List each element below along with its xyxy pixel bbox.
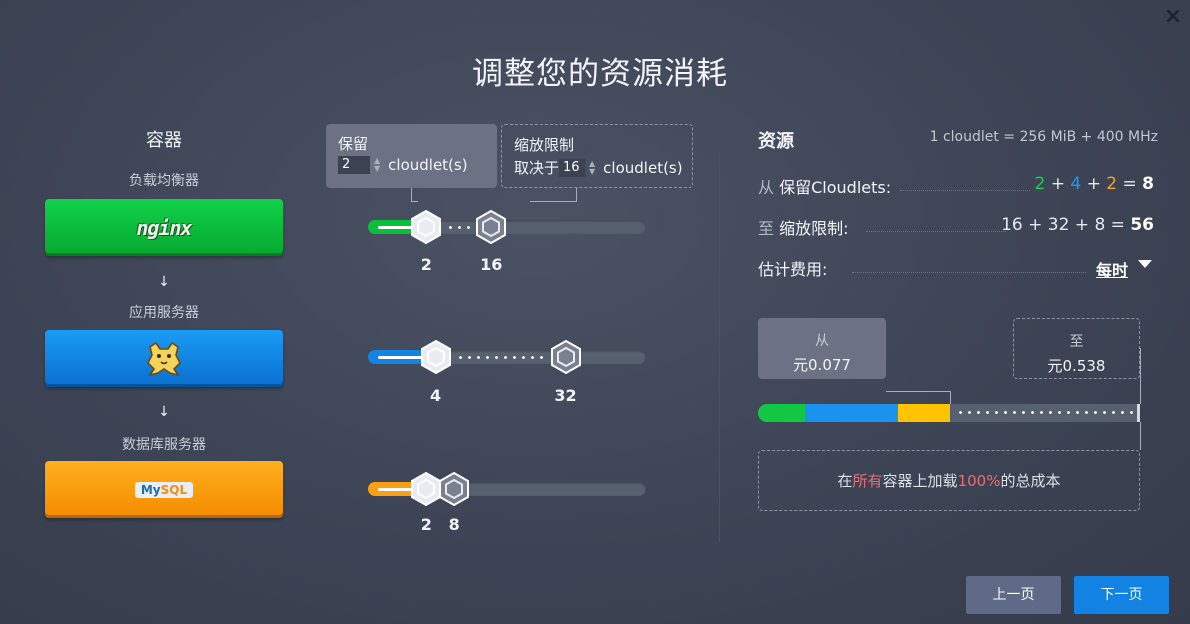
reserved-appserver-count: 4 [1070,174,1082,194]
tomcat-icon [147,341,181,376]
scaling-limit-total: 56 [1130,215,1154,235]
scaling-slider-value: 8 [448,515,460,534]
cost-to-box: 至 元0.538 [1013,318,1140,379]
nginx-logo: nginx [136,215,192,240]
cost-bar-scaling-dots [956,411,1136,414]
scaling-input[interactable]: 16 [559,158,586,177]
cost-from-value: 元0.077 [793,356,851,374]
column-divider [719,152,720,542]
appserver-tier-button[interactable] [45,330,283,387]
reserved-cloudlets-label: 从 保留Cloudlets: [758,174,891,198]
reserved-input[interactable]: 2 [338,156,370,174]
note-text: 容器上加载 [882,472,958,490]
slider-scaling-dots [455,356,548,359]
scaling-slider-value: 16 [480,255,503,274]
reserved-connector [411,201,418,202]
scaling-label: 缩放限制 [514,136,575,154]
slider-fill-line [378,488,423,491]
dotted-leader [852,272,1086,273]
cost-from-connector [950,391,951,404]
cost-to-value: 元0.538 [1047,357,1106,375]
slider-fill-line [378,226,423,229]
cost-period-label: 每时 [1096,261,1129,280]
prev-button[interactable]: 上一页 [966,576,1061,614]
reserved-slider-handle[interactable] [419,339,453,375]
scaling-slider-value: 32 [554,386,577,405]
cost-bar-appserver [805,404,898,422]
mysql-logo-part: My [140,482,161,497]
cost-from-connector [886,391,950,392]
chevron-down-icon[interactable] [1138,260,1152,268]
reserved-unit: cloudlet(s) [388,156,468,174]
close-icon[interactable]: × [1163,4,1183,29]
mysql-logo-part: SQL [160,482,188,497]
scaling-limit-label: 至 缩放限制: [758,215,849,239]
estimated-cost-label: 估计费用: [758,260,828,279]
scaling-connector [530,201,577,202]
to-prefix: 至 [758,219,775,238]
cloudlet-unit-info: 1 cloudlet = 256 MiB + 400 MHz [929,129,1158,145]
dotted-leader [866,231,1006,232]
database-tier-button[interactable]: MySQL [45,461,283,518]
next-button[interactable]: 下一页 [1074,576,1169,614]
cost-bar-database [898,404,950,422]
scaling-prefix: 取决于 [514,159,560,177]
plus-sign: + [1045,174,1071,194]
reserved-label: 保留 [338,135,369,153]
dialog-title: 调整您的资源消耗 [472,56,728,92]
reserved-connector [411,188,412,202]
reserved-slider-handle[interactable] [409,209,443,245]
reserved-slider-value: 2 [420,515,432,534]
reserved-cloudlets-text: 保留Cloudlets: [779,178,892,197]
plus-sign: + [1081,174,1107,194]
reserved-slider-value: 2 [420,255,432,274]
reserved-cloudlets-value: 2 + 4 + 2 = 8 [1020,174,1154,194]
dotted-leader [900,190,1030,191]
total-cost-note: 在所有容器上加载100%的总成本 [758,450,1140,511]
cost-to-label: 至 [1069,334,1084,350]
cost-note-connector [1140,422,1141,450]
cost-from-box: 从 元0.077 [758,318,886,379]
cost-bar [758,404,1140,422]
reserved-database-count: 2 [1106,174,1118,194]
cost-period-dropdown[interactable]: 每时 [1096,257,1128,281]
cost-to-connector [1140,348,1141,404]
balancer-tier-button[interactable]: nginx [45,199,283,256]
reserved-balancer-count: 2 [1034,174,1046,194]
cost-bar-balancer [758,404,805,422]
tier-label-appserver: 应用服务器 [129,305,199,321]
equals-sign: = [1117,174,1143,194]
from-prefix: 从 [758,178,775,197]
scaling-unit: cloudlet(s) [603,158,683,177]
scaling-slider-handle[interactable] [474,209,508,245]
arrow-down-icon: ↓ [158,274,170,290]
note-highlight: 100% [957,472,1001,490]
reserved-stepper[interactable]: ▲▼ [374,156,381,173]
scaling-slider-handle[interactable] [549,339,583,375]
slider-scaling-dots [446,226,474,229]
tier-label-balancer: 负载均衡器 [129,173,199,189]
scaling-box: 缩放限制 取决于 16 ▲▼ cloudlet(s) [501,124,693,188]
reserved-total: 8 [1142,174,1154,194]
mysql-logo: MySQL [134,481,194,498]
scaling-stepper[interactable]: ▲▼ [589,158,596,176]
resources-title: 资源 [758,131,794,152]
cost-from-label: 从 [815,333,829,349]
reserved-box: 保留 2 ▲▼ cloudlet(s) [326,124,497,188]
scaling-connector [576,188,577,202]
note-text: 在 [837,472,853,490]
cost-bar-end-marker [1137,404,1140,422]
note-text: 的总成本 [1000,472,1061,490]
scaling-limit-expr: 16 + 32 + 8 = [1001,215,1131,235]
slider-fill-line [378,356,432,359]
arrow-down-icon: ↓ [158,404,170,420]
note-highlight: 所有 [852,472,883,490]
scaling-limit-value: 16 + 32 + 8 = 56 [990,215,1154,235]
tier-label-database: 数据库服务器 [122,437,206,453]
scaling-slider-handle[interactable] [437,471,471,507]
containers-heading: 容器 [146,130,182,151]
scaling-limit-text: 缩放限制: [779,219,849,238]
reserved-slider-value: 4 [429,386,442,405]
